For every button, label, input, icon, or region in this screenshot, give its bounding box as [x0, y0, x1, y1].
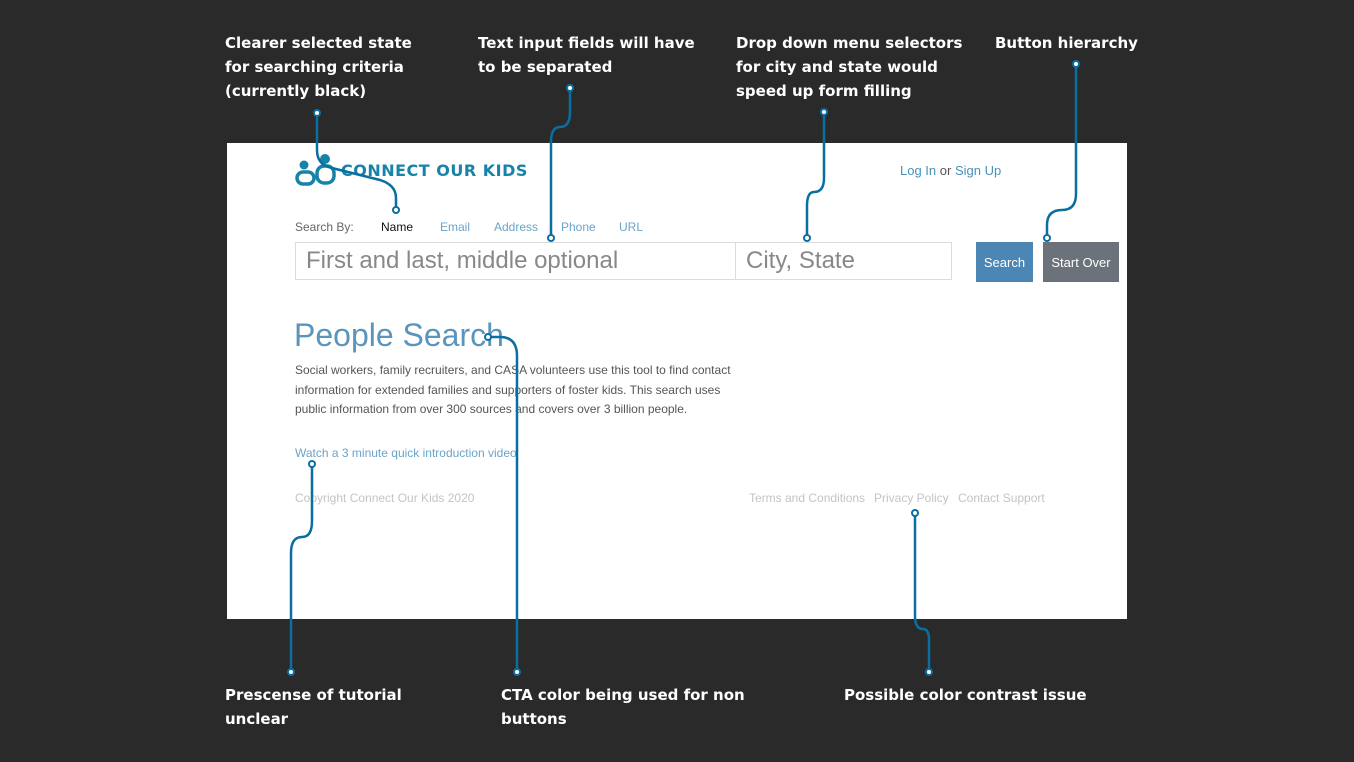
- callout-dot: [820, 108, 828, 116]
- callout-dot: [925, 668, 933, 676]
- tab-phone[interactable]: Phone: [561, 220, 596, 234]
- name-input[interactable]: [295, 242, 735, 280]
- logo-icon: [295, 154, 336, 186]
- annotation-line: (currently black): [225, 82, 367, 100]
- tab-name[interactable]: Name: [381, 220, 414, 234]
- annotation-tutorial: Prescense of tutorial unclear: [225, 683, 402, 731]
- tab-address[interactable]: Address: [494, 220, 539, 234]
- logo-text[interactable]: CONNECT OUR KIDS: [341, 161, 528, 180]
- signup-link[interactable]: Sign Up: [954, 163, 1002, 178]
- city-state-input[interactable]: [735, 242, 952, 280]
- annotation-line: Prescense of tutorial: [225, 686, 402, 704]
- tab-url[interactable]: URL: [619, 220, 644, 234]
- annotation-line: for searching criteria: [225, 58, 404, 76]
- callout-dot: [287, 668, 295, 676]
- search-by-label: Search By:: [295, 220, 354, 234]
- auth-links: Log In or Sign Up: [900, 163, 1001, 179]
- annotation-button-hierarchy: Button hierarchy: [995, 31, 1138, 55]
- contact-support-link[interactable]: Contact Support: [958, 491, 1045, 505]
- privacy-link[interactable]: Privacy Policy: [874, 491, 949, 505]
- annotation-line: Text input fields will have: [478, 34, 695, 52]
- annotation-line: Drop down menu selectors: [736, 34, 963, 52]
- callout-dot: [566, 84, 574, 92]
- annotation-line: to be separated: [478, 58, 613, 76]
- annotation-cta-color: CTA color being used for non buttons: [501, 683, 745, 731]
- intro-video-link[interactable]: Watch a 3 minute quick introduction vide…: [295, 446, 517, 460]
- search-button[interactable]: Search: [976, 242, 1033, 282]
- page-title: People Search: [294, 317, 504, 353]
- description-line: Social workers, family recruiters, and C…: [295, 363, 731, 377]
- annotation-line: Button hierarchy: [995, 34, 1138, 52]
- annotation-selected-state: Clearer selected state for searching cri…: [225, 31, 412, 103]
- description: Social workers, family recruiters, and C…: [295, 361, 735, 420]
- login-link[interactable]: Log In: [900, 163, 937, 178]
- description-line: information for extended families and su…: [295, 382, 721, 397]
- website-screenshot: CONNECT OUR KIDS Log In or Sign Up Searc…: [227, 143, 1127, 619]
- annotation-text-inputs: Text input fields will have to be separa…: [478, 31, 695, 79]
- callout-dot: [513, 668, 521, 676]
- terms-link[interactable]: Terms and Conditions: [749, 491, 866, 505]
- annotation-line: speed up form filling: [736, 82, 912, 100]
- start-over-button[interactable]: Start Over: [1043, 242, 1119, 282]
- annotation-line: buttons: [501, 710, 567, 728]
- callout-dot: [313, 109, 321, 117]
- annotation-dropdowns: Drop down menu selectors for city and st…: [736, 31, 962, 103]
- description-line: public information from over 300 sources…: [295, 402, 688, 416]
- tab-email[interactable]: Email: [440, 220, 471, 234]
- annotation-line: CTA color being used for non: [501, 686, 745, 704]
- annotation-contrast: Possible color contrast issue: [844, 683, 1087, 707]
- annotation-line: Possible color contrast issue: [844, 686, 1087, 704]
- callout-dot: [1072, 60, 1080, 68]
- auth-or: or: [939, 163, 952, 178]
- copyright: Copyright Connect Our Kids 2020: [295, 491, 475, 505]
- annotation-line: unclear: [225, 710, 289, 728]
- annotation-line: Clearer selected state: [225, 34, 412, 52]
- annotation-line: for city and state would: [736, 58, 938, 76]
